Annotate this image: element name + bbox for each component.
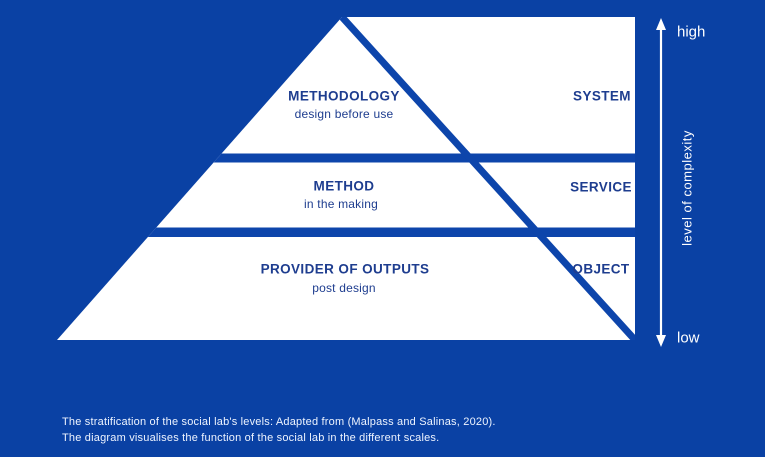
level3-title: PROVIDER OF OUTPUTS <box>260 261 430 277</box>
band-separator-bottom <box>57 227 635 237</box>
arrowhead-down-icon <box>656 335 666 347</box>
pyramid-shape <box>57 17 635 340</box>
level2-title: METHOD <box>313 178 375 194</box>
caption-line-2: The diagram visualises the function of t… <box>62 432 440 444</box>
caption: The stratification of the social lab's l… <box>62 414 496 446</box>
level1-subtitle: design before use <box>294 107 394 121</box>
level2-subtitle: in the making <box>304 197 378 211</box>
level2-scale-label: SERVICE <box>570 179 632 195</box>
level1-title: METHODOLOGY <box>288 88 400 104</box>
axis-title: level of complexity <box>679 130 695 246</box>
level3-subtitle: post design <box>312 281 376 295</box>
band-separator-top <box>57 153 635 163</box>
axis-low-label: low <box>677 329 700 347</box>
axis-high-label: high <box>677 23 706 41</box>
level3-scale-label: OBJECT <box>572 261 630 277</box>
pyramid-diagonal-edge <box>339 17 635 340</box>
caption-line-1: The stratification of the social lab's l… <box>62 416 496 428</box>
complexity-axis-arrow <box>656 18 666 347</box>
arrowhead-up-icon <box>656 18 666 30</box>
level1-scale-label: SYSTEM <box>573 88 631 104</box>
